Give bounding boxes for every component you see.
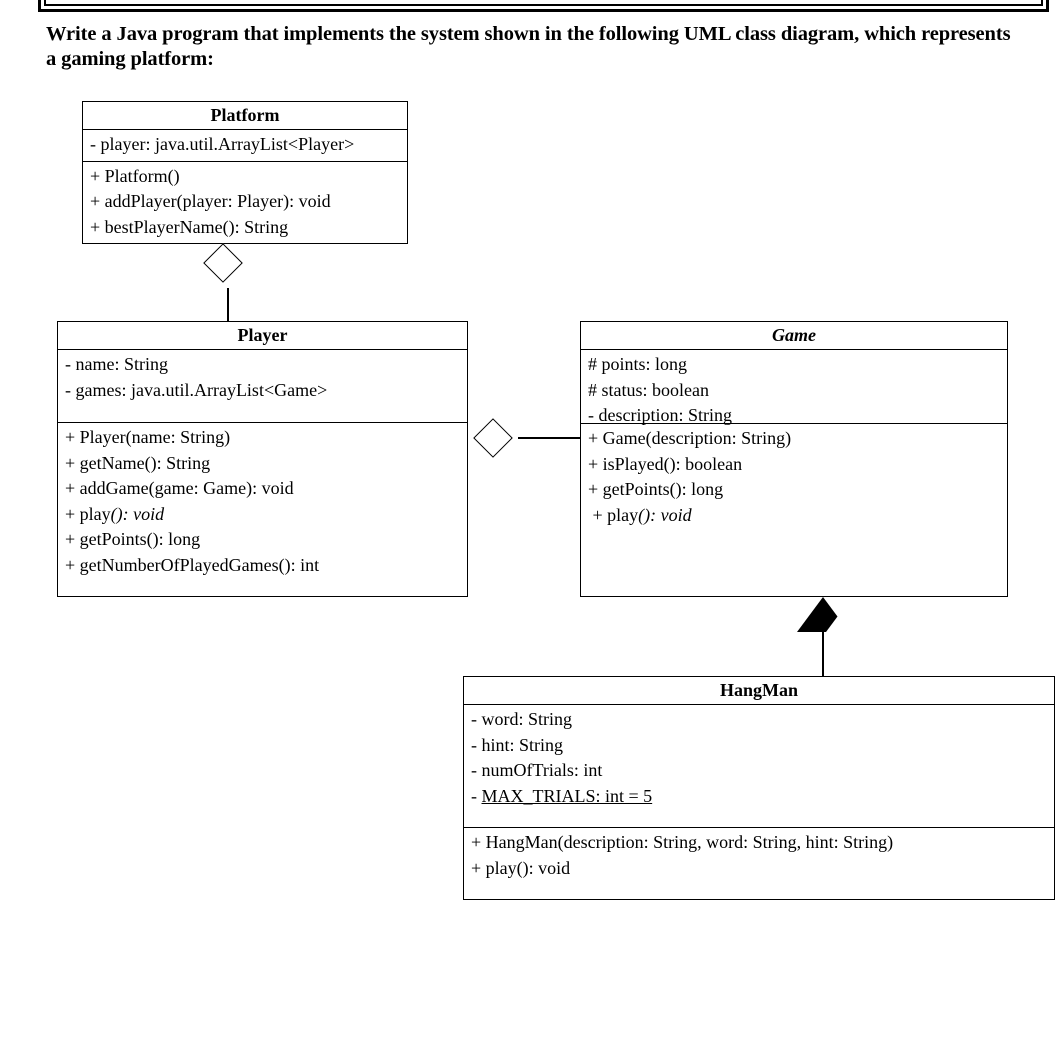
- uml-class-player[interactable]: Player - name: String - games: java.util…: [57, 321, 468, 597]
- uml-class-player-attributes: - name: String - games: java.util.ArrayL…: [58, 350, 467, 423]
- uml-method: + bestPlayerName(): String: [90, 216, 289, 237]
- uml-class-hangman-title: HangMan: [464, 677, 1054, 705]
- uml-method: + Player(name: String): [65, 427, 231, 447]
- uml-attribute: - numOfTrials: int: [471, 760, 603, 780]
- uml-method: + getName(): String: [65, 452, 211, 473]
- uml-attribute: - games: java.util.ArrayList<Game>: [65, 379, 328, 400]
- uml-class-game[interactable]: Game # points: long # status: boolean - …: [580, 321, 1008, 597]
- uml-class-player-methods: + Player(name: String) + getName(): Stri…: [58, 423, 467, 581]
- uml-method: + play(): void: [471, 857, 571, 878]
- uml-class-platform-methods: + Platform() + addPlayer(player: Player)…: [83, 162, 407, 244]
- page-top-border-frame: [38, 0, 1049, 12]
- generalization-triangle-game-hangman: [797, 597, 872, 632]
- uml-attribute: - player: java.util.ArrayList<Player>: [90, 134, 355, 154]
- uml-attribute: - description: String: [588, 405, 732, 425]
- uml-class-game-methods: + Game(description: String) + isPlayed()…: [581, 424, 1007, 531]
- uml-method: + getNumberOfPlayedGames(): int: [65, 554, 320, 575]
- uml-method-play-abstract: + play(): void: [588, 504, 692, 525]
- aggregation-diamond-player-game: [473, 418, 513, 458]
- connector-player-game: [518, 437, 580, 439]
- page-top-border-frame-inner: [44, 0, 1043, 6]
- uml-method: + isPlayed(): boolean: [588, 453, 743, 474]
- uml-class-hangman[interactable]: HangMan - word: String - hint: String - …: [463, 676, 1055, 900]
- uml-attribute: - name: String: [65, 354, 168, 374]
- uml-class-hangman-methods: + HangMan(description: String, word: Str…: [464, 828, 1054, 884]
- uml-method: + addPlayer(player: Player): void: [90, 191, 331, 211]
- uml-attribute: # points: long: [588, 354, 688, 374]
- uml-attribute-static: - MAX_TRIALS: int = 5: [471, 785, 653, 806]
- uml-method-play-abstract: + play(): void: [65, 503, 165, 524]
- uml-class-platform-title: Platform: [83, 102, 407, 130]
- uml-method: + getPoints(): long: [588, 479, 724, 499]
- page-title: Write a Java program that implements the…: [46, 23, 1011, 70]
- uml-method: + getPoints(): long: [65, 529, 201, 549]
- uml-class-hangman-attributes: - word: String - hint: String - numOfTri…: [464, 705, 1054, 828]
- uml-attribute-static-text: MAX_TRIALS: int = 5: [481, 785, 653, 806]
- uml-method: + HangMan(description: String, word: Str…: [471, 832, 894, 852]
- uml-class-platform[interactable]: Platform - player: java.util.ArrayList<P…: [82, 101, 408, 244]
- uml-class-platform-attributes: - player: java.util.ArrayList<Player>: [83, 130, 407, 162]
- generalization-triangle-inner: [826, 600, 872, 632]
- uml-attribute: # status: boolean: [588, 379, 709, 400]
- uml-method: + addGame(game: Game): void: [65, 478, 294, 498]
- connector-platform-player: [227, 288, 229, 322]
- uml-attribute: - hint: String: [471, 734, 564, 755]
- uml-method: + Game(description: String): [588, 428, 792, 448]
- uml-attribute: - word: String: [471, 709, 572, 729]
- connector-game-hangman: [822, 632, 824, 676]
- aggregation-diamond-platform-player: [203, 243, 243, 283]
- uml-class-game-attributes: # points: long # status: boolean - descr…: [581, 350, 1007, 425]
- uml-class-game-title: Game: [581, 322, 1007, 350]
- uml-method: + Platform(): [90, 165, 180, 186]
- uml-class-player-title: Player: [58, 322, 467, 350]
